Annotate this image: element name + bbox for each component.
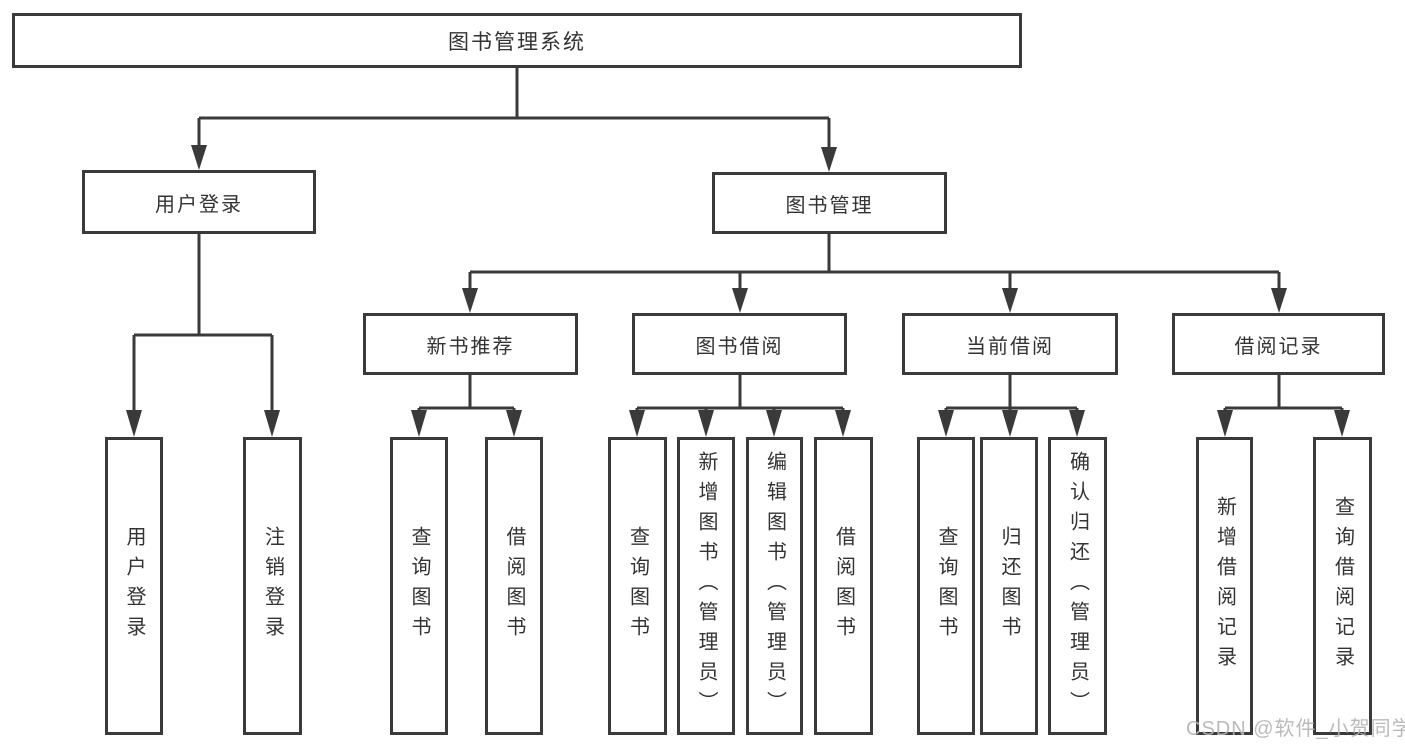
arrowhead-icon [938, 410, 954, 437]
arrowhead-icon [411, 410, 427, 437]
arrowhead-icon [506, 410, 522, 437]
node-user-login: 用户登录 [82, 170, 316, 234]
node-book-management: 图书管理 [712, 172, 947, 234]
arrowhead-icon [732, 288, 748, 313]
leaf-logout-login-label: 注销登录 [261, 526, 284, 646]
arrowhead-icon [1217, 410, 1233, 437]
leaf-borrowing-borrow-book-label: 借阅图书 [832, 526, 855, 646]
arrowhead-icon [264, 410, 280, 437]
leaf-recommend-borrow-book: 借阅图书 [485, 437, 543, 735]
leaf-user-login: 用户登录 [105, 437, 163, 735]
leaf-borrowing-query-book-label: 查询图书 [626, 526, 649, 646]
connector-book-borrowing-children [629, 375, 851, 437]
leaf-add-book-admin: 新增图书（管理员） [677, 437, 735, 735]
node-new-book-recommend: 新书推荐 [363, 313, 578, 375]
node-current-borrowing: 当前借阅 [902, 313, 1118, 375]
leaf-user-login-label: 用户登录 [123, 526, 145, 646]
leaf-add-borrow-record: 新增借阅记录 [1196, 437, 1253, 735]
leaf-recommend-borrow-book-label: 借阅图书 [503, 526, 525, 646]
node-borrowing-records: 借阅记录 [1172, 313, 1385, 375]
connector-new-book-children [411, 375, 522, 437]
connector-book-management-children [462, 234, 1287, 313]
arrowhead-icon [1069, 410, 1085, 437]
arrowhead-icon [1271, 288, 1287, 313]
connector-root-to-level2 [191, 68, 837, 172]
connector-current-borrowing-children [938, 375, 1085, 437]
leaf-confirm-return-admin-label: 确认归还（管理员） [1066, 451, 1089, 721]
leaf-edit-book-admin: 编辑图书（管理员） [746, 437, 803, 735]
csdn-watermark: CSDN @软件_小贺同学 [1186, 718, 1405, 740]
node-book-borrowing: 图书借阅 [632, 313, 847, 375]
leaf-recommend-query-book-label: 查询图书 [408, 526, 430, 646]
node-root-label: 图书管理系统 [448, 30, 586, 54]
arrowhead-icon [821, 147, 837, 172]
node-book-management-label: 图书管理 [785, 194, 874, 217]
arrowhead-icon [191, 145, 207, 170]
leaf-confirm-return-admin: 确认归还（管理员） [1048, 437, 1107, 735]
leaf-query-borrow-record: 查询借阅记录 [1313, 437, 1372, 735]
arrowhead-icon [1002, 410, 1018, 437]
connector-records-children [1217, 375, 1350, 437]
leaf-add-borrow-record-label: 新增借阅记录 [1213, 496, 1236, 676]
leaf-logout-login: 注销登录 [243, 437, 302, 735]
leaf-borrowing-borrow-book: 借阅图书 [814, 437, 873, 735]
leaf-recommend-query-book: 查询图书 [390, 437, 448, 735]
node-borrowing-records-label: 借阅记录 [1234, 335, 1323, 358]
leaf-borrowing-query-book: 查询图书 [608, 437, 667, 735]
leaf-return-book-label: 归还图书 [998, 526, 1020, 646]
node-new-book-recommend-label: 新书推荐 [426, 335, 515, 358]
arrowhead-icon [629, 410, 645, 437]
connector-user-login-children [126, 234, 280, 437]
leaf-return-book: 归还图书 [980, 437, 1038, 735]
leaf-edit-book-admin-label: 编辑图书（管理员） [763, 451, 786, 721]
node-book-borrowing-label: 图书借阅 [695, 335, 784, 358]
node-user-login-label: 用户登录 [155, 193, 243, 216]
leaf-query-borrow-record-label: 查询借阅记录 [1331, 496, 1354, 676]
arrowhead-icon [835, 410, 851, 437]
leaf-add-book-admin-label: 新增图书（管理员） [695, 451, 717, 721]
arrowhead-icon [126, 410, 142, 437]
arrowhead-icon [1334, 410, 1350, 437]
node-root: 图书管理系统 [12, 13, 1022, 68]
arrowhead-icon [462, 288, 478, 313]
arrowhead-icon [766, 410, 782, 437]
arrowhead-icon [1002, 288, 1018, 313]
arrowhead-icon [698, 410, 714, 437]
node-current-borrowing-label: 当前借阅 [966, 335, 1054, 358]
leaf-current-query-book: 查询图书 [917, 437, 975, 735]
leaf-current-query-book-label: 查询图书 [935, 526, 957, 646]
